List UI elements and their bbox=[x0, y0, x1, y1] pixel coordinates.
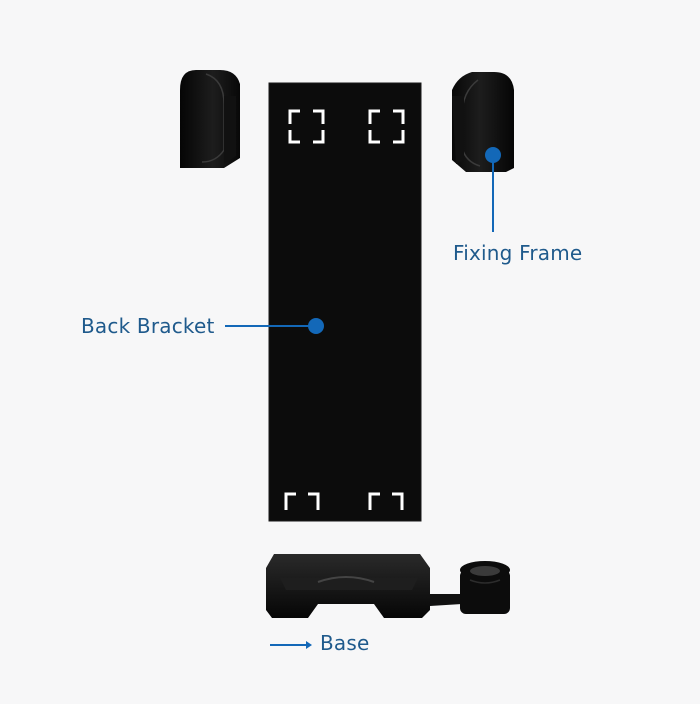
dot-marker-icon bbox=[308, 318, 324, 334]
fixing-frame-left bbox=[180, 70, 240, 168]
dot-marker-icon bbox=[485, 147, 501, 163]
back-bracket-label: Back Bracket bbox=[81, 314, 215, 338]
plate-cutouts-top bbox=[288, 109, 405, 144]
back-bracket-plate bbox=[268, 82, 422, 522]
plate-cutouts-bottom bbox=[284, 492, 404, 510]
clip-body bbox=[452, 72, 514, 172]
base-label: Base bbox=[320, 631, 370, 655]
base-connector-arm bbox=[430, 594, 462, 606]
plate-body bbox=[269, 83, 421, 521]
base-ring-hole bbox=[470, 566, 500, 576]
base-inner-tray bbox=[280, 578, 418, 590]
back-bracket-callout bbox=[225, 318, 324, 334]
fixing-frame-callout bbox=[485, 147, 501, 232]
fixing-frame-label: Fixing Frame bbox=[453, 241, 583, 265]
base-callout bbox=[270, 641, 312, 649]
fixing-frame-right bbox=[452, 72, 514, 172]
clip-inner-face bbox=[452, 96, 464, 164]
bottom-slot-right bbox=[368, 492, 404, 510]
plate-outline bbox=[268, 82, 422, 522]
bottom-slot-left bbox=[284, 492, 320, 510]
square-slot-right bbox=[368, 109, 405, 144]
base-ring-highlight bbox=[469, 579, 501, 584]
base-inner-curve bbox=[317, 576, 375, 583]
arrow-right-icon bbox=[306, 641, 312, 649]
base-part bbox=[266, 554, 510, 618]
clip-inner-face bbox=[224, 96, 236, 164]
square-slot-left bbox=[288, 109, 325, 144]
